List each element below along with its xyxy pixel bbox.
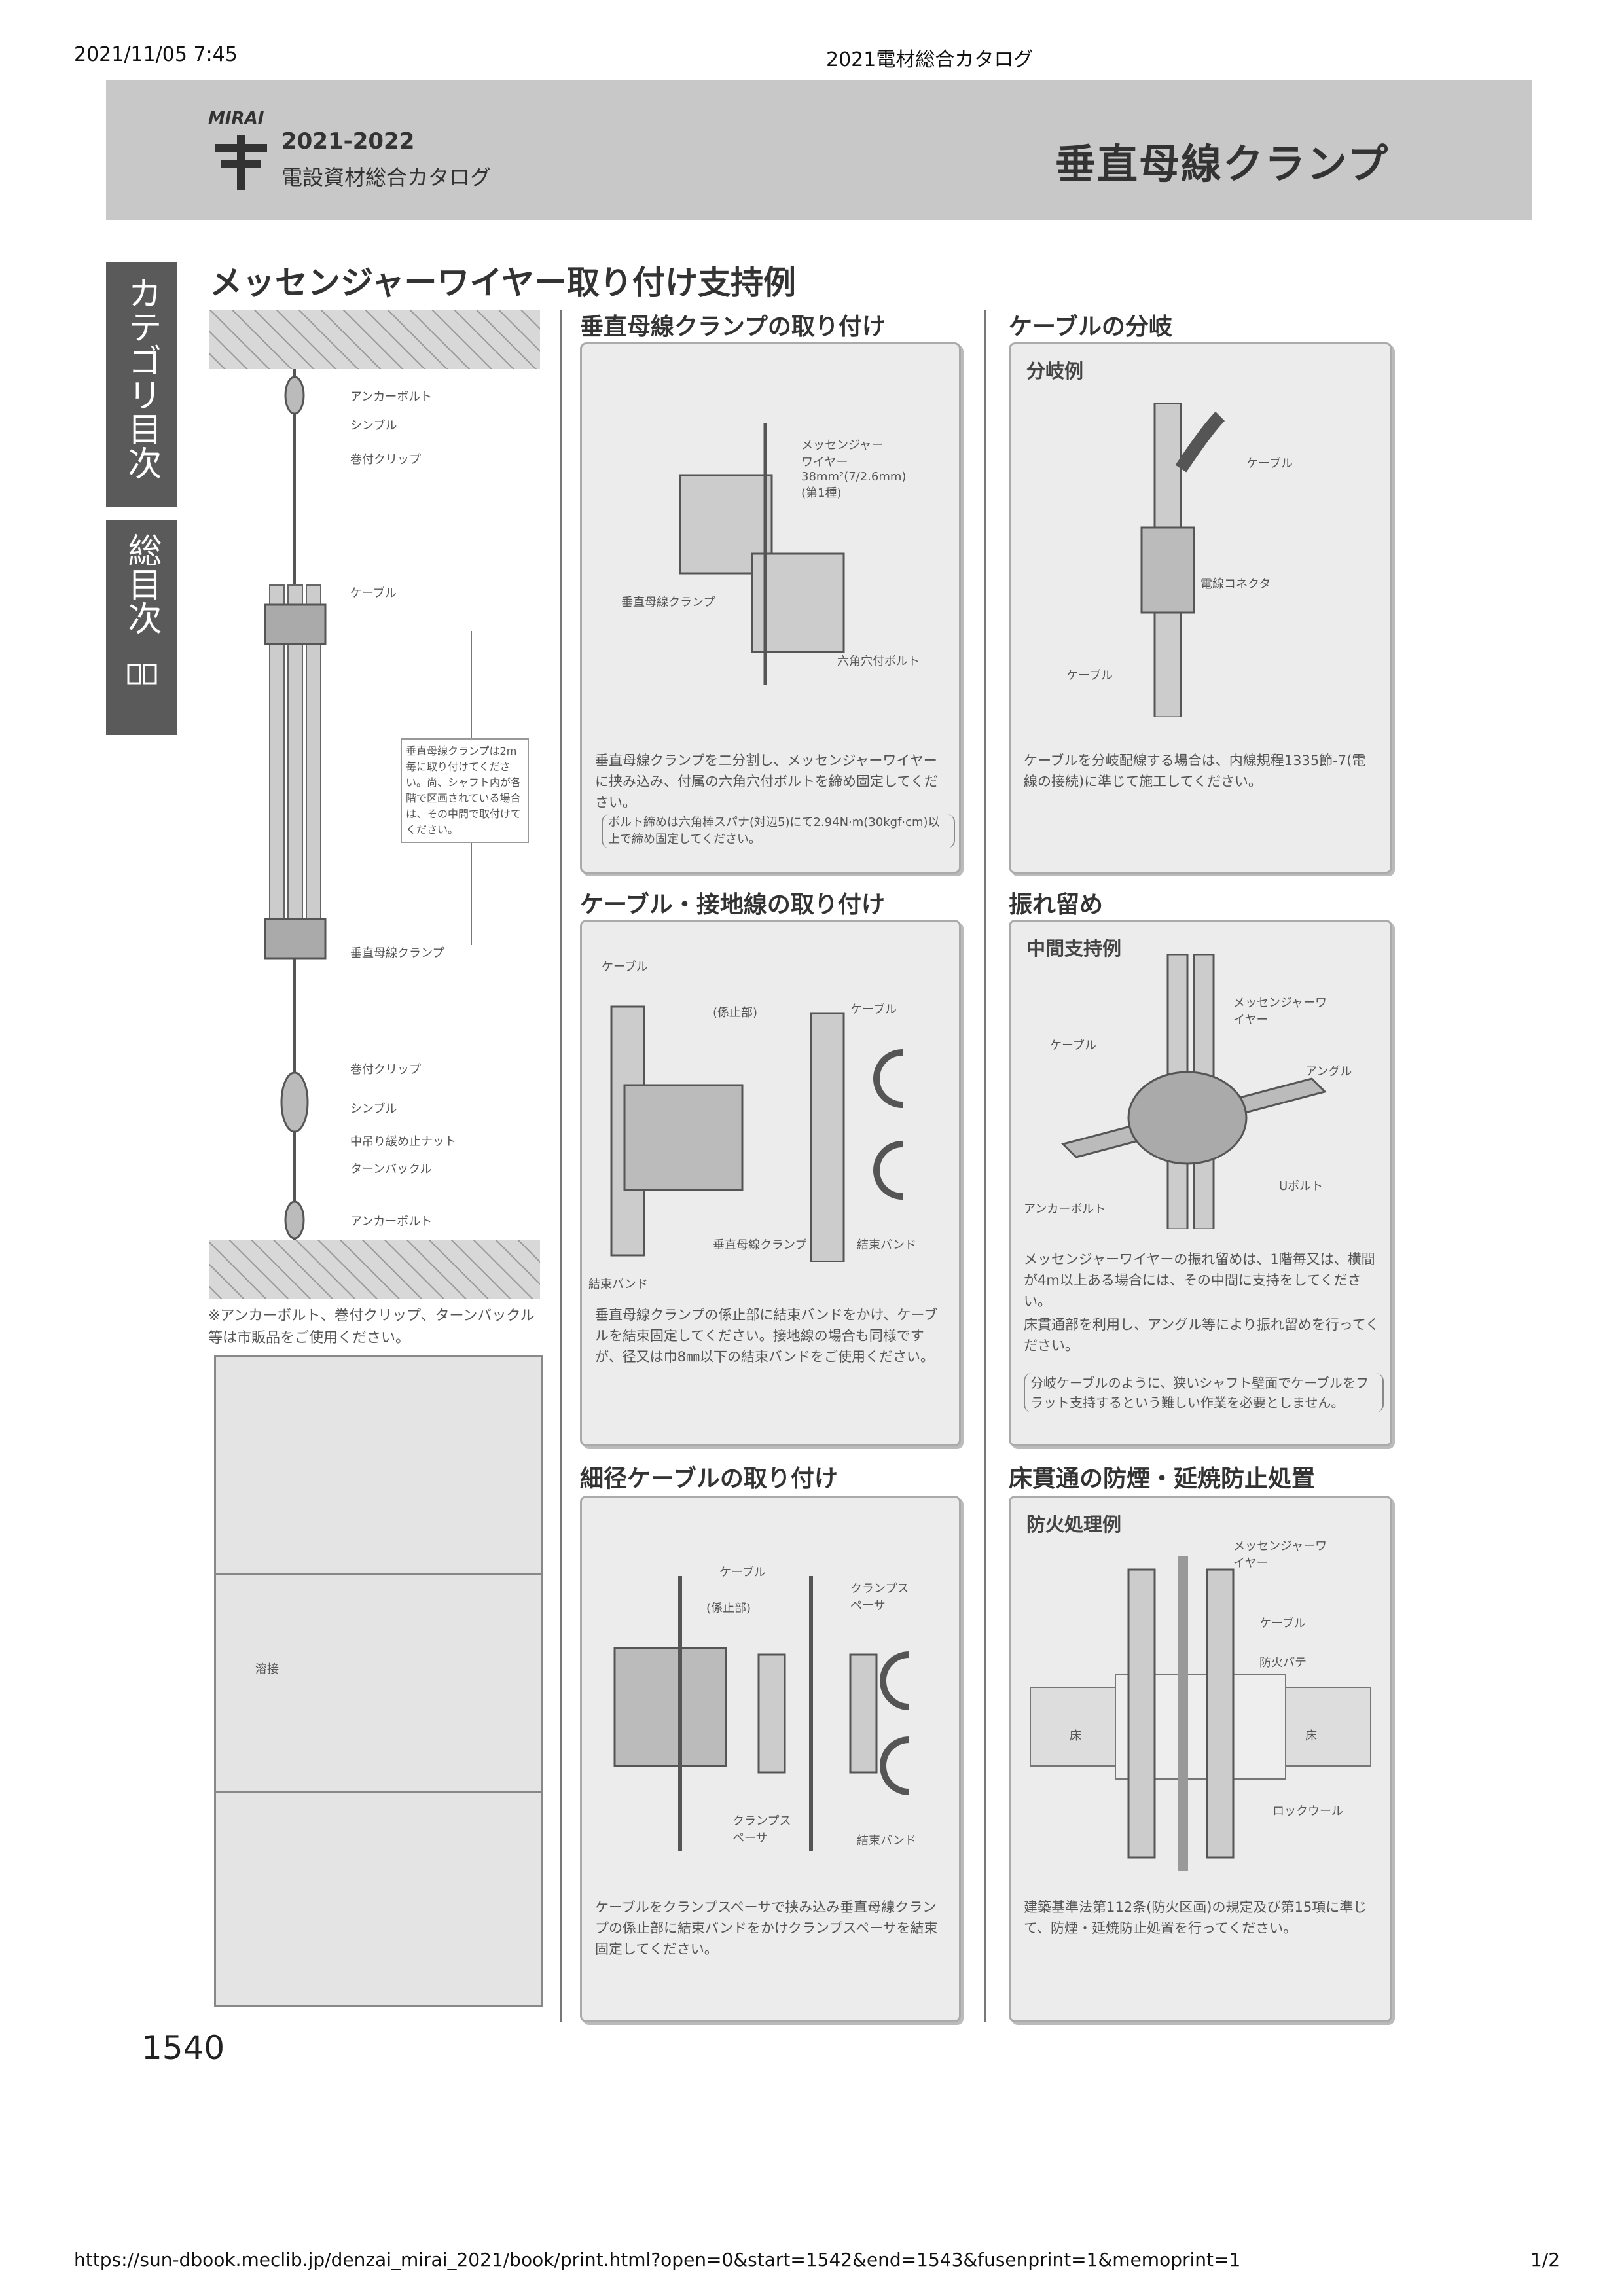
detail-cell: 溶接 <box>216 1575 541 1793</box>
diagram-label: アンカーボルト <box>350 1215 433 1229</box>
messenger-wire-diagram <box>209 310 540 1299</box>
print-datetime: 2021/11/05 7:45 <box>74 43 238 66</box>
diagram-label: シンブル <box>350 419 397 433</box>
cable-ground-illustration <box>610 1005 903 1262</box>
diagram-label: ケーブル <box>1259 1617 1306 1630</box>
print-url: https://sun-dbook.meclib.jp/denzai_mirai… <box>74 2249 1241 2270</box>
diagram-label: ケーブル <box>850 1003 897 1016</box>
column-divider <box>984 310 986 2022</box>
section-title: メッセンジャーワイヤー取り付け支持例 <box>209 264 796 302</box>
panel-cable-branch: 分岐例 ケーブル 電線コネクタ ケーブル ケーブルを分岐配線する場合は、内線規程… <box>1009 342 1392 874</box>
catalog-years: 2021-2022 <box>281 128 415 154</box>
page-title: 垂直母線クランプ <box>1055 140 1390 188</box>
page-number: 1540 <box>141 2029 225 2067</box>
branch-illustration <box>1140 403 1225 717</box>
clamp-illustration <box>679 423 845 685</box>
panel-heading: 垂直母線クランプの取り付け <box>580 314 886 340</box>
brand-logo: MIRAI <box>208 109 264 128</box>
tab-label: カテゴリ目次 <box>122 276 161 480</box>
panel-fireproof: 防火処理例 メッセンジャーワイヤー ケーブル 防火パテ 床 床 ロックウール 建… <box>1009 1496 1392 2022</box>
panel-heading: 細径ケーブルの取り付け <box>580 1465 838 1492</box>
footnote: ※アンカーボルト、巻付クリップ、ターンバックル等は市販品をご使用ください。 <box>208 1308 535 1346</box>
panel-heading: ケーブル・接地線の取り付け <box>580 891 885 918</box>
diagram-label: 結束バンド <box>857 1238 916 1252</box>
panel-text: ケーブルを分岐配線する場合は、内線規程1335節-7(電線の接続)に準じて施工し… <box>1024 753 1366 789</box>
panel-text-2: 床貫通部を利用し、アングル等により振れ留めを行ってください。 <box>1024 1317 1380 1354</box>
panel-thin-cable: ケーブル (係止部) クランプスペーサ クランプスペーサ 結束バンド ケーブルを… <box>580 1496 961 2022</box>
book-icon <box>127 664 156 685</box>
panel-heading: 振れ留め <box>1009 891 1104 918</box>
diagram-label: 電線コネクタ <box>1200 577 1271 591</box>
tab-category-index[interactable]: カテゴリ目次 <box>106 262 177 507</box>
diagram-label: (係止部) <box>706 1602 751 1615</box>
catalog-name: 電設資材総合カタログ <box>281 165 492 190</box>
diagram-label: 垂直母線クランプ <box>350 946 444 960</box>
diagram-label: 結束バンド <box>857 1834 916 1848</box>
diagram-label: アンカーボルト <box>350 390 433 404</box>
diagram-label: クランプスペーサ <box>850 1582 909 1613</box>
tab-general-index[interactable]: 総目次 <box>106 520 177 735</box>
fireproof-illustration <box>1030 1556 1371 1871</box>
tab-label: 総目次 <box>122 533 161 635</box>
diagram-label: ケーブル <box>1066 669 1113 683</box>
panel-subheading: 分岐例 <box>1026 360 1084 382</box>
diagram-label: 床 <box>1070 1729 1081 1743</box>
detail-cell <box>216 1357 541 1575</box>
panel-text: メッセンジャーワイヤーの振れ留めは、1階毎又は、横間が4m以上ある場合には、その… <box>1024 1251 1375 1309</box>
diagram-label: ロックウール <box>1272 1804 1343 1818</box>
diagram-label: ケーブル <box>1050 1039 1096 1052</box>
detail-label: 溶接 <box>255 1662 279 1676</box>
diagram-label: ケーブル <box>1246 457 1293 471</box>
diagram-label: 床 <box>1305 1729 1317 1743</box>
diagram-label: 巻付クリップ <box>350 453 421 467</box>
panel-subheading: 防火処理例 <box>1026 1513 1122 1535</box>
panel-note: 分岐ケーブルのように、狭いシャフト壁面でケーブルをフラット支持するという難しい作… <box>1024 1373 1384 1412</box>
diagram-label: ケーブル <box>719 1566 766 1579</box>
diagram-label: 垂直母線クランプ <box>621 596 715 609</box>
diagram-label: クランプスペーサ <box>732 1814 791 1845</box>
panel-heading: ケーブルの分岐 <box>1009 314 1172 340</box>
diagram-label: (係止部) <box>713 1006 758 1020</box>
diagram-label: メッセンジャーワイヤー <box>1233 996 1327 1027</box>
diagram-label: Uボルト <box>1279 1179 1324 1193</box>
diagram-label: メッセンジャーワイヤー 38mm²(7/2.6mm)(第1種) <box>801 439 907 500</box>
panel-heading: 床貫通の防煙・延焼防止処置 <box>1009 1465 1316 1492</box>
header-band <box>106 80 1532 220</box>
brand-logo-mark <box>215 135 267 190</box>
diagram-label: 巻付クリップ <box>350 1063 421 1077</box>
diagram-label: 中吊り緩め止ナット <box>350 1135 456 1149</box>
diagram-label: メッセンジャーワイヤー <box>1233 1539 1327 1570</box>
diagram-label: アンカーボルト <box>1024 1202 1106 1216</box>
panel-text: 建築基準法第112条(防火区画)の規定及び第15項に準じて、防煙・延焼防止処置を… <box>1024 1899 1367 1936</box>
panel-subheading: 中間支持例 <box>1026 937 1122 960</box>
diagram-label: ターンバックル <box>350 1162 432 1176</box>
diagram-label: 垂直母線クランプ <box>713 1238 807 1252</box>
detail-panels: 溶接 <box>214 1355 543 2007</box>
panel-text: 垂直母線クランプを二分割し、メッセンジャーワイヤーに挟み込み、付属の六角穴付ボル… <box>595 753 938 810</box>
print-doc-title: 2021電材総合カタログ <box>826 48 1034 71</box>
diagram-label: 結束バンド <box>588 1278 648 1291</box>
diagram-label: ケーブル <box>350 586 397 600</box>
panel-clamp-install: メッセンジャーワイヤー 38mm²(7/2.6mm)(第1種) 垂直母線クランプ… <box>580 342 961 874</box>
sway-stop-illustration <box>1061 954 1327 1229</box>
diagram-label: アングル <box>1305 1065 1352 1079</box>
panel-text: 垂直母線クランプの係止部に結束バンドをかけ、ケーブルを結束固定してください。接地… <box>595 1307 938 1365</box>
print-page-count: 1/2 <box>1530 2249 1561 2270</box>
thin-cable-illustration <box>613 1576 910 1851</box>
panel-sway-stop: 中間支持例 メッセンジャーワイヤー ケーブル アングル Uボルト アンカーボルト… <box>1009 920 1392 1446</box>
diagram-label: 防火パテ <box>1259 1656 1307 1670</box>
diagram-label: ケーブル <box>602 960 648 974</box>
diagram-callout: 垂直母線クランプは2m毎に取り付けてください。尚、シャフト内が各階で区画されてい… <box>401 738 529 843</box>
panel-text: ケーブルをクランプスペーサで挟み込み垂直母線クランプの係止部に結束バンドをかけク… <box>595 1899 938 1957</box>
diagram-label: シンブル <box>350 1102 397 1116</box>
panel-note: ボルト締めは六角棒スパナ(対辺5)にて2.94N·m(30kgf·cm)以上で締… <box>602 814 955 848</box>
column-divider <box>560 310 562 2022</box>
panel-cable-ground: ケーブル (係止部) ケーブル 垂直母線クランプ 結束バンド 結束バンド 垂直母… <box>580 920 961 1446</box>
diagram-label: 六角穴付ボルト <box>837 655 920 668</box>
